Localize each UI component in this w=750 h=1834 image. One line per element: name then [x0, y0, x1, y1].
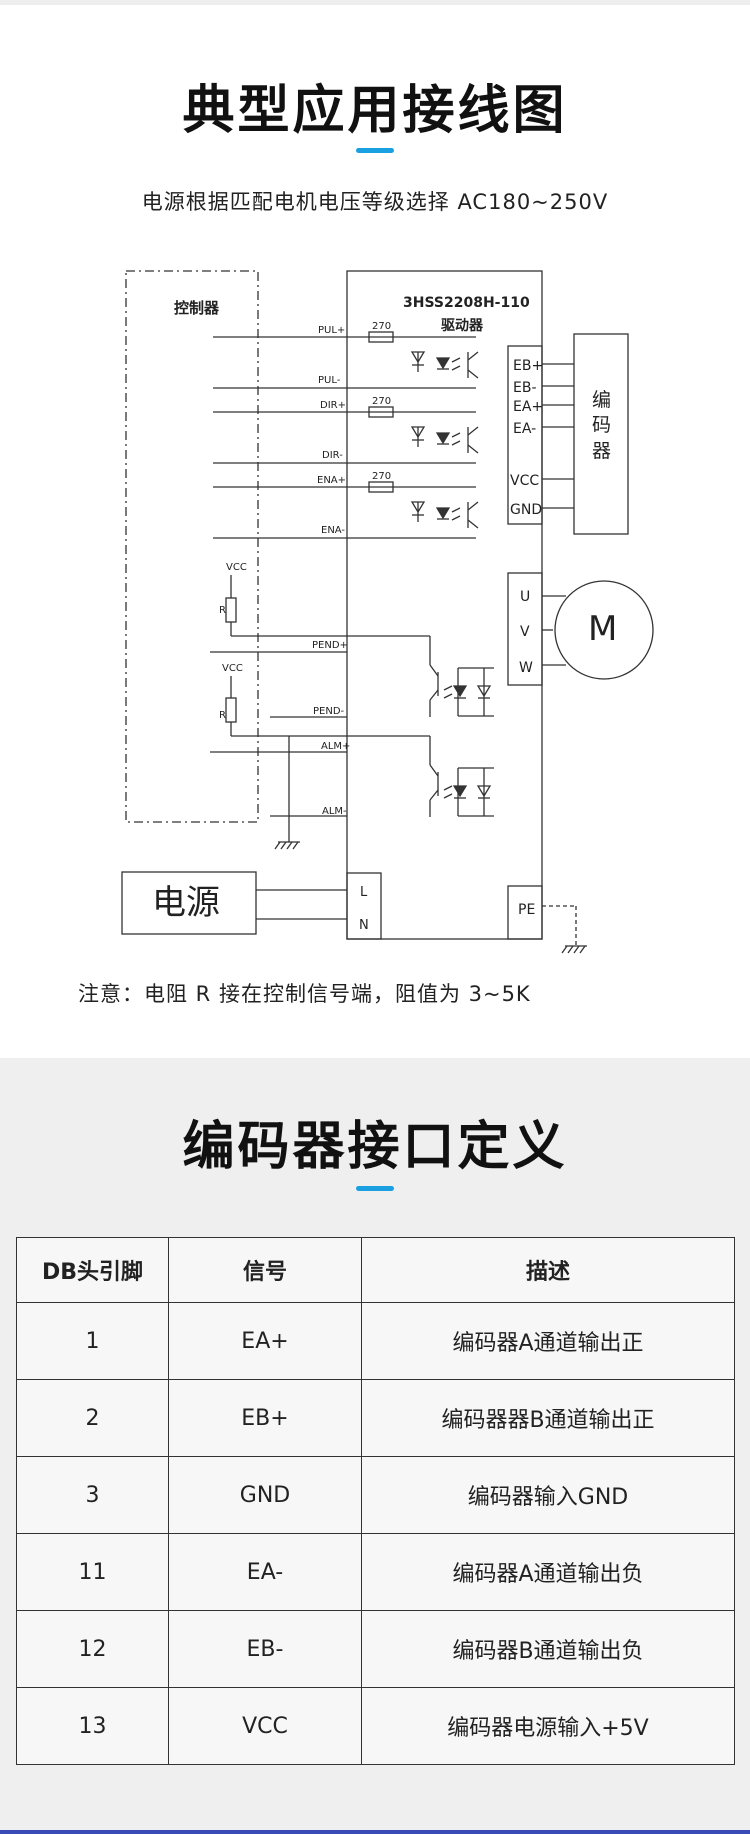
header-description: 描述: [361, 1237, 735, 1303]
table-row: 3 GND 编码器输入GND: [16, 1456, 735, 1534]
power-pin-l: L: [360, 885, 368, 900]
power-label: 电源: [152, 883, 220, 923]
title-accent-bar: [356, 148, 394, 153]
motor-pin-u: U: [520, 589, 530, 605]
controller-box: [125, 270, 259, 823]
motor-label: M: [588, 609, 617, 649]
signal-alm-minus: ALM-: [322, 806, 347, 817]
encoder-box: [573, 333, 629, 535]
header-signal: 信号: [168, 1237, 362, 1303]
r-label-2: R: [219, 710, 226, 721]
bottom-bar: [0, 1830, 750, 1834]
enc-pin-vcc: VCC: [510, 473, 539, 489]
enc-pin-ea-plus: EA+: [513, 399, 543, 415]
vcc-label-1: VCC: [226, 562, 247, 573]
signal-alm-plus: ALM+: [321, 741, 350, 752]
table-row: 13 VCC 编码器电源输入+5V: [16, 1687, 735, 1765]
vcc-label-2: VCC: [222, 663, 243, 674]
motor-pin-w: W: [519, 660, 533, 676]
motor-connector: [507, 572, 543, 686]
table-row: 1 EA+ 编码器A通道输出正: [16, 1302, 735, 1380]
cell-description: 编码器A通道输出正: [361, 1302, 735, 1380]
table-row: 12 EB- 编码器B通道输出负: [16, 1610, 735, 1688]
header-pin: DB头引脚: [16, 1237, 169, 1303]
cell-pin: 13: [16, 1687, 169, 1765]
driver-model: 3HSS2208H-110: [403, 295, 530, 311]
power-pin-n: N: [359, 918, 369, 933]
signal-pend-minus: PEND-: [313, 706, 345, 717]
signal-pul-plus: PUL+: [318, 325, 345, 336]
power-box: [121, 871, 257, 935]
wiring-title: 典型应用接线图: [182, 81, 568, 141]
cell-description: 编码器电源输入+5V: [361, 1687, 735, 1765]
cell-signal: VCC: [168, 1687, 362, 1765]
resistor-value-1: 270: [372, 321, 391, 332]
enc-pin-eb-minus: EB-: [513, 380, 537, 396]
enc-pin-gnd: GND: [510, 502, 542, 518]
cell-signal: EB-: [168, 1610, 362, 1688]
top-band: [0, 0, 750, 5]
cell-description: 编码器器B通道输出正: [361, 1379, 735, 1457]
wiring-note: 注意：电阻 R 接在控制信号端，阻值为 3~5K: [78, 982, 531, 1006]
cell-description: 编码器B通道输出负: [361, 1610, 735, 1688]
signal-dir-plus: DIR+: [320, 400, 346, 411]
signal-ena-plus: ENA+: [317, 475, 346, 486]
controller-label: 控制器: [174, 299, 220, 317]
resistor-value-2: 270: [372, 396, 391, 407]
cell-pin: 1: [16, 1302, 169, 1380]
signal-pend-plus: PEND+: [312, 640, 348, 651]
wiring-section: 典型应用接线图 电源根据匹配电机电压等级选择 AC180~250V: [0, 0, 750, 1006]
cell-pin: 12: [16, 1610, 169, 1688]
encoder-char-3: 器: [592, 440, 611, 462]
motor-circle: [554, 580, 654, 680]
signal-pul-minus: PUL-: [318, 375, 341, 386]
driver-label: 驱动器: [441, 317, 484, 334]
r-label-1: R: [219, 605, 226, 616]
wiring-subtitle: 电源根据匹配电机电压等级选择 AC180~250V: [141, 190, 609, 214]
encoder-connector: [507, 345, 543, 525]
cell-pin: 3: [16, 1456, 169, 1534]
encoder-title: 编码器接口定义: [182, 1117, 568, 1177]
signal-dir-minus: DIR-: [322, 450, 343, 461]
enc-pin-ea-minus: EA-: [513, 421, 536, 437]
table-row: 11 EA- 编码器A通道输出负: [16, 1533, 735, 1611]
table-header-row: DB头引脚 信号 描述: [16, 1237, 735, 1303]
cell-description: 编码器A通道输出负: [361, 1533, 735, 1611]
cell-signal: GND: [168, 1456, 362, 1534]
signal-ena-minus: ENA-: [321, 525, 345, 536]
table-row: 2 EB+ 编码器器B通道输出正: [16, 1379, 735, 1457]
enc-pin-eb-plus: EB+: [513, 358, 543, 374]
cell-signal: EA-: [168, 1533, 362, 1611]
cell-pin: 11: [16, 1533, 169, 1611]
encoder-accent-bar: [356, 1186, 394, 1191]
cell-signal: EA+: [168, 1302, 362, 1380]
encoder-char-1: 编: [592, 389, 611, 411]
motor-pin-v: V: [520, 624, 530, 640]
wiring-diagram: 控制器 3HSS2208H-110 驱动器 PUL+ PUL- DIR+ DIR…: [121, 270, 654, 954]
encoder-char-2: 码: [592, 414, 611, 436]
encoder-table: DB头引脚 信号 描述 1 EA+ 编码器A通道输出正 2 EB+ 编码器器B通…: [16, 1237, 735, 1765]
cell-description: 编码器输入GND: [361, 1456, 735, 1534]
pe-label: PE: [518, 902, 535, 918]
resistor-value-3: 270: [372, 471, 391, 482]
cell-pin: 2: [16, 1379, 169, 1457]
cell-signal: EB+: [168, 1379, 362, 1457]
